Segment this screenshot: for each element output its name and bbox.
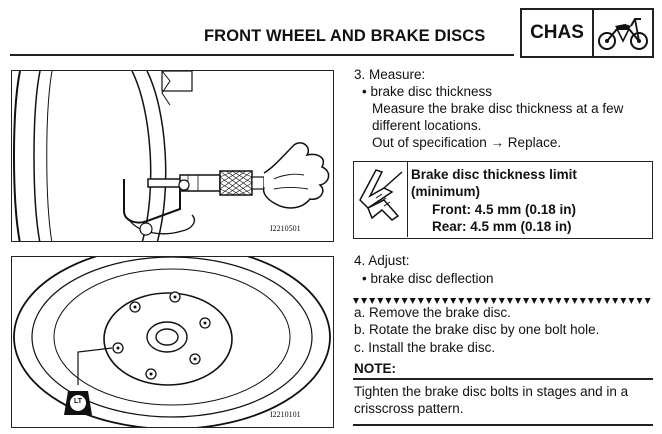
divider-triangle <box>442 298 449 304</box>
divider-triangle <box>571 298 578 304</box>
divider-triangle <box>434 298 440 304</box>
divider-triangle <box>628 298 635 304</box>
note-line1: Tighten the brake disc bolts in stages a… <box>354 384 629 399</box>
substep-c: c. Install the brake disc. <box>354 340 496 355</box>
micrometer-illustration <box>13 71 330 241</box>
brake-disc-illustration <box>13 257 331 427</box>
figure-code: I2210501 <box>270 224 301 233</box>
divider-triangle <box>515 298 521 304</box>
section-tab: CHAS <box>520 8 654 58</box>
divider-triangle <box>458 298 465 304</box>
divider-triangle <box>417 298 424 304</box>
triangle-divider <box>353 294 659 304</box>
spec-box: Brake disc thickness limit (minimum) Fro… <box>353 161 653 239</box>
step3-heading: 3. Measure: <box>354 67 426 82</box>
spec-title-line2: (minimum) <box>411 184 480 199</box>
divider-triangle <box>604 298 611 304</box>
divider-triangle <box>377 298 384 304</box>
divider-triangle <box>596 298 602 304</box>
divider-triangle <box>531 298 538 304</box>
header-rule <box>10 54 514 56</box>
figure-disc-bolts: I2210101 LT <box>11 256 334 428</box>
substep-a: a. Remove the brake disc. <box>354 305 511 320</box>
step4-bullet: • brake disc deflection <box>362 271 494 286</box>
lt-badge-label: LT <box>73 398 83 405</box>
divider-triangle <box>636 298 643 304</box>
divider-triangle <box>369 298 376 304</box>
note-label: NOTE: <box>354 361 396 376</box>
divider-triangle <box>612 298 619 304</box>
spec-title-line1: Brake disc thickness limit <box>411 167 577 182</box>
divider-triangle <box>563 298 570 304</box>
divider-triangle <box>409 298 416 304</box>
divider-triangle <box>393 298 400 304</box>
divider-triangle <box>620 298 627 304</box>
divider-triangle <box>401 298 408 304</box>
divider-triangle <box>385 298 392 304</box>
substep-b: b. Rotate the brake disc by one bolt hol… <box>354 322 600 337</box>
step3-line1: Measure the brake disc thickness at a fe… <box>372 101 624 116</box>
divider-triangle <box>506 298 513 304</box>
divider-triangle <box>555 298 562 304</box>
motorcycle-icon <box>594 10 652 56</box>
divider-triangle <box>644 298 651 304</box>
divider-triangle <box>353 298 359 304</box>
note-line2: crisscross pattern. <box>354 401 464 416</box>
page-title: FRONT WHEEL AND BRAKE DISCS <box>204 27 486 45</box>
spec-rear: Rear: 4.5 mm (0.18 in) <box>432 219 572 234</box>
divider-triangle <box>450 298 457 304</box>
step4-heading: 4. Adjust: <box>354 253 410 268</box>
divider-triangle <box>466 298 473 304</box>
divider-triangle <box>474 298 481 304</box>
divider-triangle <box>579 298 586 304</box>
section-label: CHAS <box>522 10 594 56</box>
divider-triangle <box>425 298 432 304</box>
spec-front: Front: 4.5 mm (0.18 in) <box>432 202 577 217</box>
divider-triangle <box>587 298 594 304</box>
divider-triangle <box>547 298 554 304</box>
note-rule <box>353 378 653 380</box>
caliper-icon <box>354 162 408 237</box>
divider-triangle <box>539 298 546 304</box>
step3-line2: different locations. <box>372 118 482 133</box>
figure-micrometer: I2210501 <box>11 70 334 242</box>
divider-triangle <box>361 298 368 304</box>
figure-code: I2210101 <box>270 410 301 419</box>
divider-triangle <box>498 298 505 304</box>
divider-triangle <box>482 298 489 304</box>
divider-triangle <box>490 298 497 304</box>
bottom-rule <box>353 424 653 426</box>
step3-bullet: • brake disc thickness <box>362 84 493 99</box>
divider-triangle <box>523 298 530 304</box>
step3-line3: Out of specification → Replace. <box>372 135 562 150</box>
